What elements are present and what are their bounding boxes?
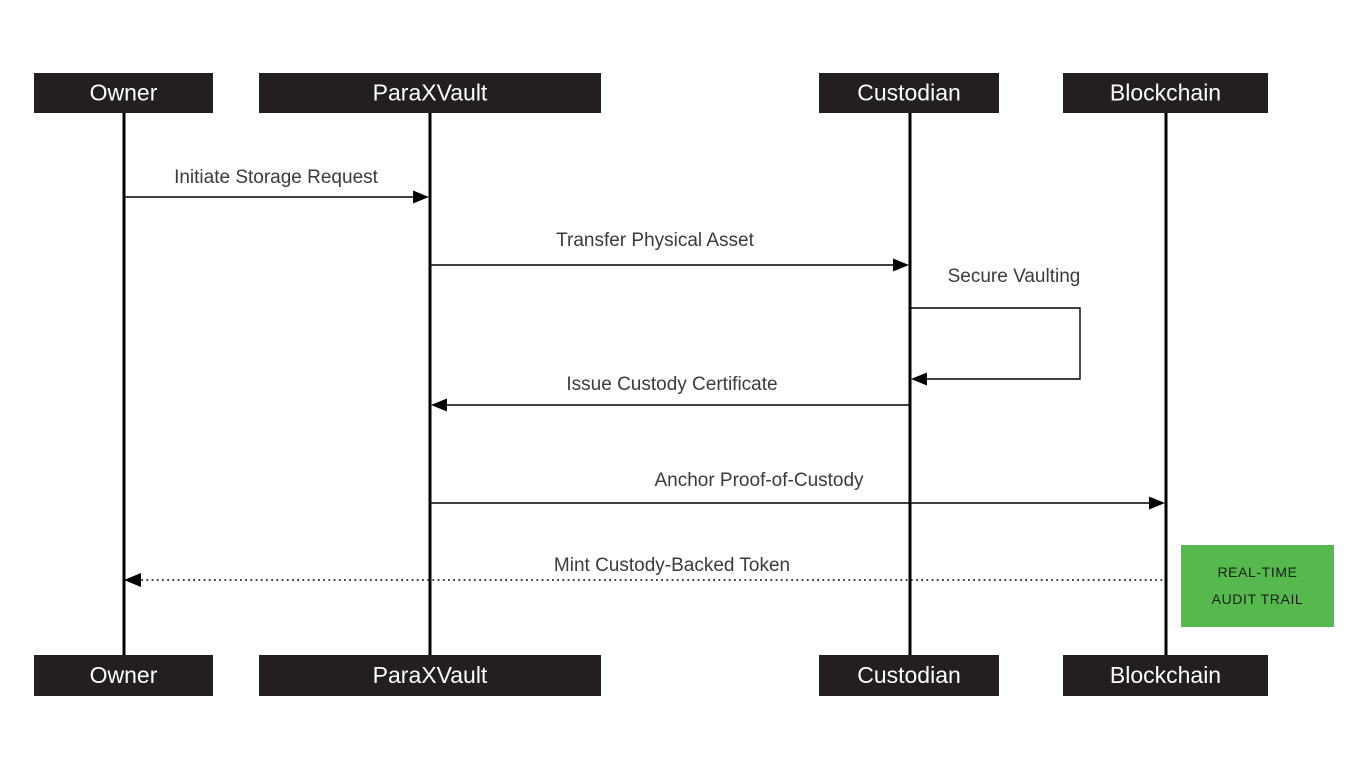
message-issue-custody-certificate[interactable]: Issue Custody Certificate <box>431 374 909 412</box>
participant-label-blockchain-bottom: Blockchain <box>1110 662 1221 688</box>
participant-header-paraxvault-bottom[interactable]: ParaXVault <box>259 655 601 696</box>
participant-box-owner-bottom[interactable] <box>34 655 213 696</box>
participant-label-custodian-bottom: Custodian <box>857 662 961 688</box>
message-label-transfer-physical-asset: Transfer Physical Asset <box>556 230 755 251</box>
participant-header-blockchain-bottom[interactable]: Blockchain <box>1063 655 1268 696</box>
participant-label-custodian-top: Custodian <box>857 80 961 106</box>
arrowhead-left-icon <box>431 398 447 412</box>
participant-header-custodian-top[interactable]: Custodian <box>819 73 999 113</box>
message-selfloop-secure-vaulting <box>911 307 1081 380</box>
participant-header-paraxvault-top[interactable]: ParaXVault <box>259 73 601 113</box>
arrowhead-right-icon <box>1149 496 1165 510</box>
participant-box-owner-top[interactable] <box>34 73 213 113</box>
participant-label-owner-top: Owner <box>90 80 158 106</box>
arrowhead-right-icon <box>413 190 429 204</box>
participant-headers-bottom: Owner ParaXVault Custodian Blockchain <box>34 655 1268 696</box>
note-label-line-2: AUDIT TRAIL <box>1212 591 1304 607</box>
participant-label-paraxvault-top: ParaXVault <box>373 80 488 106</box>
participant-header-custodian-bottom[interactable]: Custodian <box>819 655 999 696</box>
arrowhead-left-icon <box>911 372 927 386</box>
participant-box-blockchain-top[interactable] <box>1063 73 1268 113</box>
message-label-issue-custody-certificate: Issue Custody Certificate <box>566 374 777 395</box>
participant-box-custodian-top[interactable] <box>819 73 999 113</box>
message-initiate-storage-request[interactable]: Initiate Storage Request <box>125 167 429 204</box>
message-anchor-proof-of-custody[interactable]: Anchor Proof-of-Custody <box>431 470 1165 510</box>
participant-box-custodian-bottom[interactable] <box>819 655 999 696</box>
participant-box-paraxvault-bottom[interactable] <box>259 655 601 696</box>
message-label-secure-vaulting: Secure Vaulting <box>948 266 1081 287</box>
message-secure-vaulting[interactable]: Secure Vaulting <box>911 266 1081 386</box>
participant-header-owner-top[interactable]: Owner <box>34 73 213 113</box>
participant-box-paraxvault-top[interactable] <box>259 73 601 113</box>
message-label-anchor-proof-of-custody: Anchor Proof-of-Custody <box>654 470 864 491</box>
note-box-audit-trail[interactable] <box>1181 545 1334 627</box>
arrowhead-left-icon <box>124 573 141 587</box>
lifelines-group <box>122 113 1168 655</box>
note-audit-trail[interactable]: REAL-TIME AUDIT TRAIL <box>1181 545 1334 627</box>
message-mint-custody-backed-token[interactable]: Mint Custody-Backed Token <box>124 555 1165 587</box>
note-label-line-1: REAL-TIME <box>1217 564 1297 580</box>
participant-label-blockchain-top: Blockchain <box>1110 80 1221 106</box>
message-label-mint-custody-backed-token: Mint Custody-Backed Token <box>554 555 790 576</box>
participant-headers-top: Owner ParaXVault Custodian Blockchain <box>34 73 1268 113</box>
participant-label-owner-bottom: Owner <box>90 662 158 688</box>
arrowhead-right-icon <box>893 258 909 272</box>
message-transfer-physical-asset[interactable]: Transfer Physical Asset <box>431 230 909 272</box>
participant-box-blockchain-bottom[interactable] <box>1063 655 1268 696</box>
participant-header-owner-bottom[interactable]: Owner <box>34 655 213 696</box>
participant-header-blockchain-top[interactable]: Blockchain <box>1063 73 1268 113</box>
participant-label-paraxvault-bottom: ParaXVault <box>373 662 488 688</box>
message-label-initiate-storage-request: Initiate Storage Request <box>174 167 379 188</box>
